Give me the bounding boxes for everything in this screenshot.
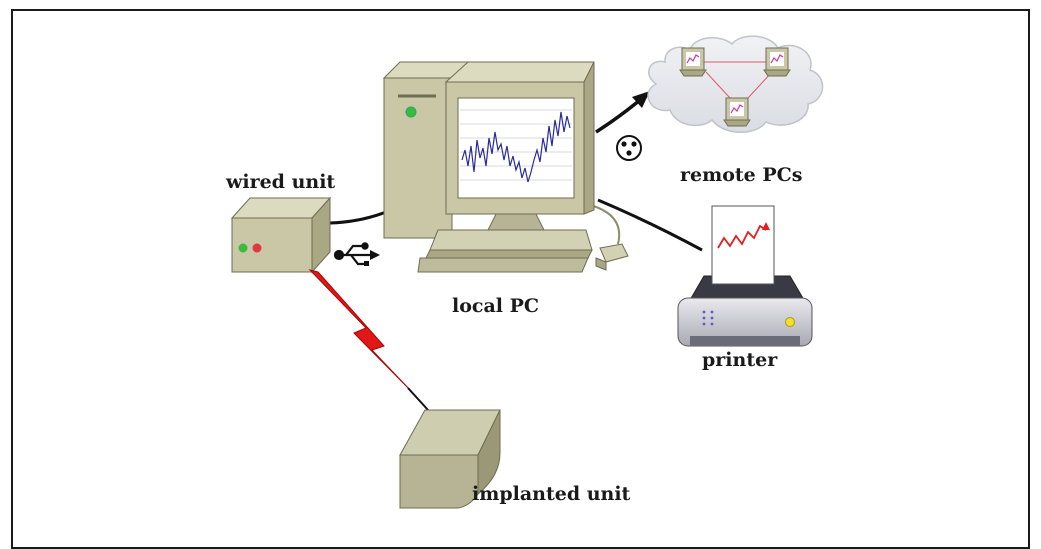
local-pc-label: local PC bbox=[452, 295, 540, 317]
network-arrowhead bbox=[632, 91, 650, 108]
network-icon bbox=[616, 135, 642, 161]
implanted-unit bbox=[399, 409, 501, 509]
mouse-cable bbox=[589, 204, 621, 245]
usb-cable bbox=[329, 210, 387, 225]
remote-pcs-label: remote PCs bbox=[680, 164, 803, 186]
printed-page bbox=[711, 205, 775, 285]
wired-unit bbox=[230, 196, 332, 274]
lightning-bolt-icon bbox=[308, 269, 413, 393]
printer-cable bbox=[597, 198, 703, 252]
printer bbox=[677, 205, 813, 347]
signal-trace bbox=[461, 111, 571, 183]
wired-unit-green-led bbox=[238, 243, 248, 253]
usb-icon bbox=[333, 242, 380, 266]
printer-led bbox=[785, 317, 795, 327]
power-led bbox=[405, 106, 417, 118]
wired-unit-label: wired unit bbox=[226, 171, 336, 193]
wired-unit-red-led bbox=[252, 243, 262, 253]
remote-pc-3 bbox=[723, 97, 751, 127]
bolt-line bbox=[407, 387, 429, 411]
remote-pc-1 bbox=[679, 47, 707, 77]
monitor bbox=[444, 61, 595, 231]
printer-label: printer bbox=[702, 349, 778, 371]
system-diagram bbox=[230, 35, 824, 509]
network-arrow bbox=[595, 98, 642, 134]
computer-tower bbox=[382, 61, 470, 239]
monitor-screen bbox=[457, 97, 575, 199]
implanted-unit-label: implanted unit bbox=[472, 483, 631, 505]
keyboard bbox=[417, 229, 593, 273]
remote-pc-2 bbox=[763, 47, 791, 77]
print-trace bbox=[717, 224, 767, 249]
mouse bbox=[595, 243, 629, 271]
